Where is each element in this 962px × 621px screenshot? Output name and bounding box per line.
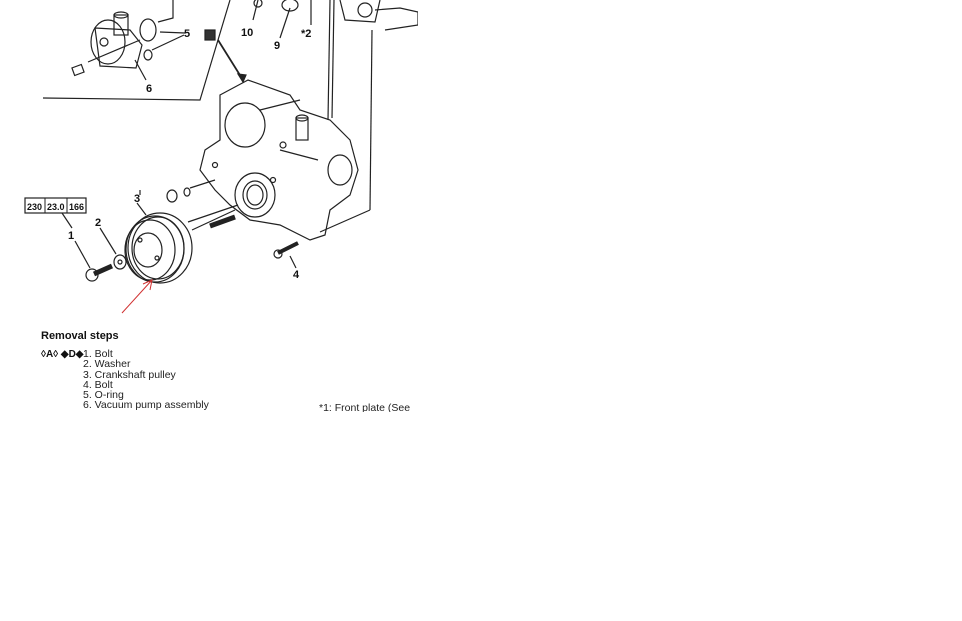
removal-steps-title: Removal steps bbox=[41, 330, 119, 342]
o-ring-small bbox=[143, 49, 153, 61]
torque-spec-box: 230 23.0 166 bbox=[24, 197, 87, 214]
callout-9: 9 bbox=[274, 40, 280, 52]
red-pointer-arrow bbox=[121, 279, 153, 314]
leader-line bbox=[42, 0, 231, 101]
front-case-part bbox=[199, 79, 359, 241]
footnote: *1: Front plate (See bbox=[319, 402, 411, 412]
callout-3: 3 bbox=[134, 193, 140, 205]
bolt-part-long bbox=[209, 214, 236, 229]
o-ring-large bbox=[139, 18, 157, 42]
torque-kgfm: 23.0 bbox=[47, 202, 65, 212]
parts-diagram-scan: 230 23.0 166 5 10 9 *2 6 3 2 1 4 Removal… bbox=[0, 0, 418, 412]
step-item: 4. Bolt bbox=[83, 378, 113, 391]
step-item: 3. Crankshaft pulley bbox=[83, 368, 176, 381]
vacuum-pump-part bbox=[71, 11, 147, 81]
callout-6: 6 bbox=[146, 83, 152, 95]
bolt-1-part bbox=[85, 263, 114, 282]
callout-1: 1 bbox=[68, 230, 74, 242]
service-symbols: ◊A◊ ◆D◆ bbox=[41, 349, 84, 360]
callout-2: 2 bbox=[95, 217, 101, 229]
removal-steps-list: 1. Bolt 2. Washer 3. Crankshaft pulley 4… bbox=[83, 349, 209, 411]
callout-5: 5 bbox=[184, 28, 190, 40]
bolt-4-part bbox=[273, 241, 299, 269]
torque-nm: 230 bbox=[27, 202, 42, 212]
step-item: 1. Bolt bbox=[83, 348, 113, 360]
callout-10: 10 bbox=[241, 27, 253, 39]
exploded-view-drawing: 230 23.0 166 5 10 9 *2 6 3 2 1 4 bbox=[24, 0, 418, 314]
leader-line bbox=[157, 0, 174, 23]
step-item: 2. Washer bbox=[83, 358, 131, 371]
fitting-part bbox=[204, 29, 216, 41]
torque-ftlb: 166 bbox=[69, 202, 84, 212]
step-item: 6. Vacuum pump assembly bbox=[83, 399, 209, 412]
step-item: 5. O-ring bbox=[83, 389, 124, 402]
washer-part bbox=[113, 254, 127, 270]
callout-4: 4 bbox=[293, 269, 300, 281]
callout-2-star: *2 bbox=[301, 28, 311, 40]
crankshaft-pulley-part bbox=[124, 209, 236, 284]
